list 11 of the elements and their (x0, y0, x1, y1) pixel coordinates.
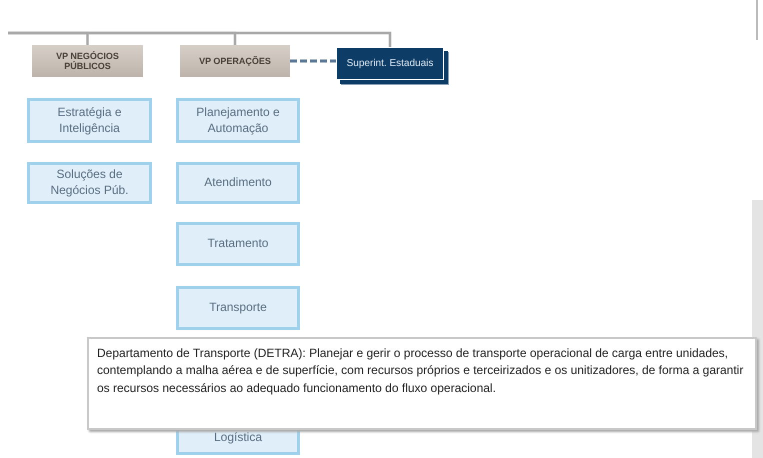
department-box: Estratégia e Inteligência (27, 98, 152, 143)
dashed-connector (290, 60, 336, 62)
department-box: Planejamento e Automação (176, 98, 300, 143)
tooltip: Departamento de Transporte (DETRA): Planejar e gerir o processo de transporte operacional de carga entre unidades, contemplando a malha aérea e de superfície, com recursos próprios e terceirizados e os unitizadores, de forma a garantir os recursos necessários ao adequado funcionamento do fluxo operacional. (87, 337, 757, 430)
department-box: Tratamento (176, 222, 300, 266)
department-box: Soluções de Negócios Púb. (27, 162, 152, 204)
department-box: Transporte (176, 286, 300, 330)
vp-box: VP NEGÓCIOS PÚBLICOS (32, 45, 143, 77)
department-box: Atendimento (176, 162, 300, 204)
vp-box: VP OPERAÇÕES (180, 45, 290, 77)
org-chart-line (8, 32, 392, 47)
